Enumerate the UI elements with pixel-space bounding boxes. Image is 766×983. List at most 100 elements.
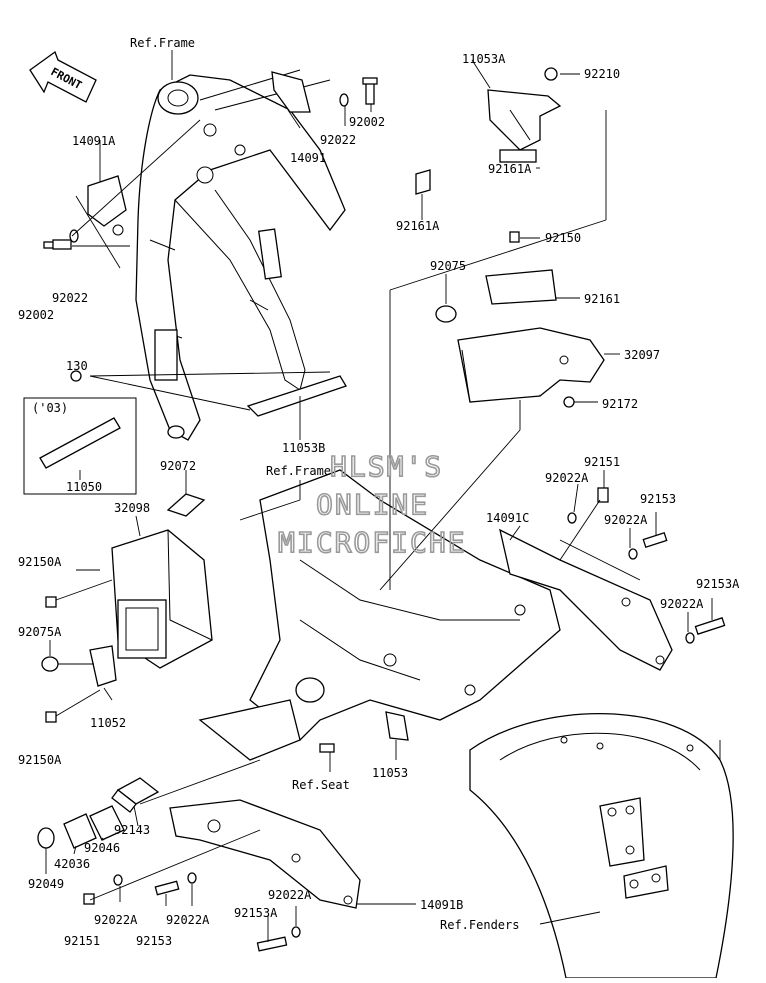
part-label: 130 bbox=[66, 359, 88, 373]
part-label: 92022A bbox=[660, 597, 704, 611]
washer-92022a-right bbox=[685, 632, 695, 644]
part-label: 14091C bbox=[486, 511, 529, 525]
bolt-92150 bbox=[509, 231, 520, 243]
part-label: 92075 bbox=[430, 259, 466, 273]
cushion-92161a bbox=[415, 169, 431, 195]
bracket-11052 bbox=[89, 645, 117, 687]
part-label: 92210 bbox=[584, 67, 620, 81]
washer-92022a-lower-2 bbox=[187, 872, 197, 884]
part-label: 92150A bbox=[18, 555, 62, 569]
part-label: 32097 bbox=[624, 348, 660, 362]
washer-92022a-lower-3 bbox=[291, 926, 301, 938]
watermark-line1: HLSM'S bbox=[330, 450, 443, 483]
bracket-11053a bbox=[487, 89, 562, 163]
inset-box-03 bbox=[23, 397, 137, 495]
rear-subframe-drawing bbox=[198, 469, 561, 761]
box-32098 bbox=[111, 529, 213, 669]
bolt-92150a-upper bbox=[45, 596, 57, 608]
damper-92075a bbox=[41, 656, 59, 672]
bolt-92153-lower bbox=[154, 880, 180, 896]
ref-fenders-label: Ref.Fenders bbox=[440, 918, 519, 932]
watermark-line3: MICROFICHE bbox=[278, 526, 467, 559]
damper-92075 bbox=[435, 305, 457, 323]
part-label: 92002 bbox=[18, 308, 54, 322]
bolt-92002-left bbox=[43, 239, 72, 250]
part-label: 14091B bbox=[420, 898, 463, 912]
part-label: 92153A bbox=[696, 577, 740, 591]
part-label: 92022A bbox=[166, 913, 210, 927]
bolt-92151-lower bbox=[83, 893, 95, 905]
strap-11050 bbox=[39, 417, 121, 469]
collar-92143 bbox=[111, 777, 160, 813]
part-label: 92002 bbox=[349, 115, 385, 129]
part-label: 32098 bbox=[114, 501, 150, 515]
part-label: 11053B bbox=[282, 441, 325, 455]
pad-92072 bbox=[166, 493, 206, 517]
part-label: 11050 bbox=[66, 480, 102, 494]
part-label: 92022A bbox=[545, 471, 589, 485]
inset-note: ('03) bbox=[32, 401, 68, 415]
part-label: 92151 bbox=[64, 934, 100, 948]
bolt-130 bbox=[70, 370, 82, 382]
bracket-14091b bbox=[169, 799, 361, 909]
part-label: 92022 bbox=[52, 291, 88, 305]
part-label: 42036 bbox=[54, 857, 90, 871]
part-label: 92150 bbox=[545, 231, 581, 245]
rear-fender-drawing bbox=[469, 713, 734, 979]
part-label: 92072 bbox=[160, 459, 196, 473]
part-label: 11053A bbox=[462, 52, 506, 66]
part-label: 92151 bbox=[584, 455, 620, 469]
leader-lines bbox=[45, 50, 721, 942]
part-label: 92022A bbox=[604, 513, 648, 527]
bolt-92153a-right bbox=[694, 617, 726, 635]
bolt-92150a-lower bbox=[45, 711, 57, 723]
part-label: 11053 bbox=[372, 766, 408, 780]
ref-frame-mid-label: Ref.Frame bbox=[266, 464, 331, 478]
part-label: 14091A bbox=[72, 134, 116, 148]
part-label: 92022A bbox=[94, 913, 138, 927]
watermark-line2: ONLINE bbox=[316, 488, 429, 521]
seal-92049 bbox=[37, 827, 55, 849]
nut-92210 bbox=[544, 67, 558, 81]
part-label: 92161 bbox=[584, 292, 620, 306]
washer-92022-upper bbox=[339, 93, 349, 107]
washer-92022a-mid bbox=[628, 548, 638, 560]
part-label: 92022A bbox=[268, 888, 312, 902]
ref-seat-label: Ref.Seat bbox=[292, 778, 350, 792]
bracket-14091c bbox=[499, 528, 673, 671]
nut-92172 bbox=[563, 396, 575, 408]
part-label: 92143 bbox=[114, 823, 150, 837]
part-label: 92161A bbox=[396, 219, 440, 233]
bolt-ref-seat bbox=[319, 743, 335, 753]
part-label: 14091 bbox=[290, 151, 326, 165]
part-label: 92153A bbox=[234, 906, 278, 920]
battery-case-32097 bbox=[457, 327, 605, 403]
collar-42036 bbox=[63, 813, 97, 849]
part-label: 92049 bbox=[28, 877, 64, 891]
part-label: 92172 bbox=[602, 397, 638, 411]
part-label: 92075A bbox=[18, 625, 62, 639]
washer-92022a-upper bbox=[567, 512, 577, 524]
front-arrow-icon: FRONT bbox=[29, 50, 97, 103]
ref-frame-top-label: Ref.Frame bbox=[130, 36, 195, 50]
bolt-92153-upper bbox=[642, 531, 668, 549]
bolt-92002-upper bbox=[362, 77, 378, 105]
pad-92161 bbox=[485, 269, 557, 305]
collar-92046 bbox=[89, 805, 125, 841]
bolt-92151-upper bbox=[597, 487, 609, 503]
washer-92022a-lower-1 bbox=[113, 874, 123, 886]
part-label: 92153 bbox=[640, 492, 676, 506]
main-frame-drawing bbox=[87, 69, 346, 441]
washer-92022-left bbox=[69, 229, 79, 243]
strap-11053b bbox=[246, 375, 347, 417]
part-label: 92161A bbox=[488, 162, 532, 176]
part-label: 92153 bbox=[136, 934, 172, 948]
bolt-92153a-lower bbox=[256, 936, 288, 952]
part-number-labels: 14091A 92002 92022 14091 92022 92002 110… bbox=[18, 52, 740, 948]
part-label: 92150A bbox=[18, 753, 62, 767]
part-label: 92022 bbox=[320, 133, 356, 147]
part-label: 92046 bbox=[84, 841, 120, 855]
bracket-11053 bbox=[385, 711, 409, 741]
